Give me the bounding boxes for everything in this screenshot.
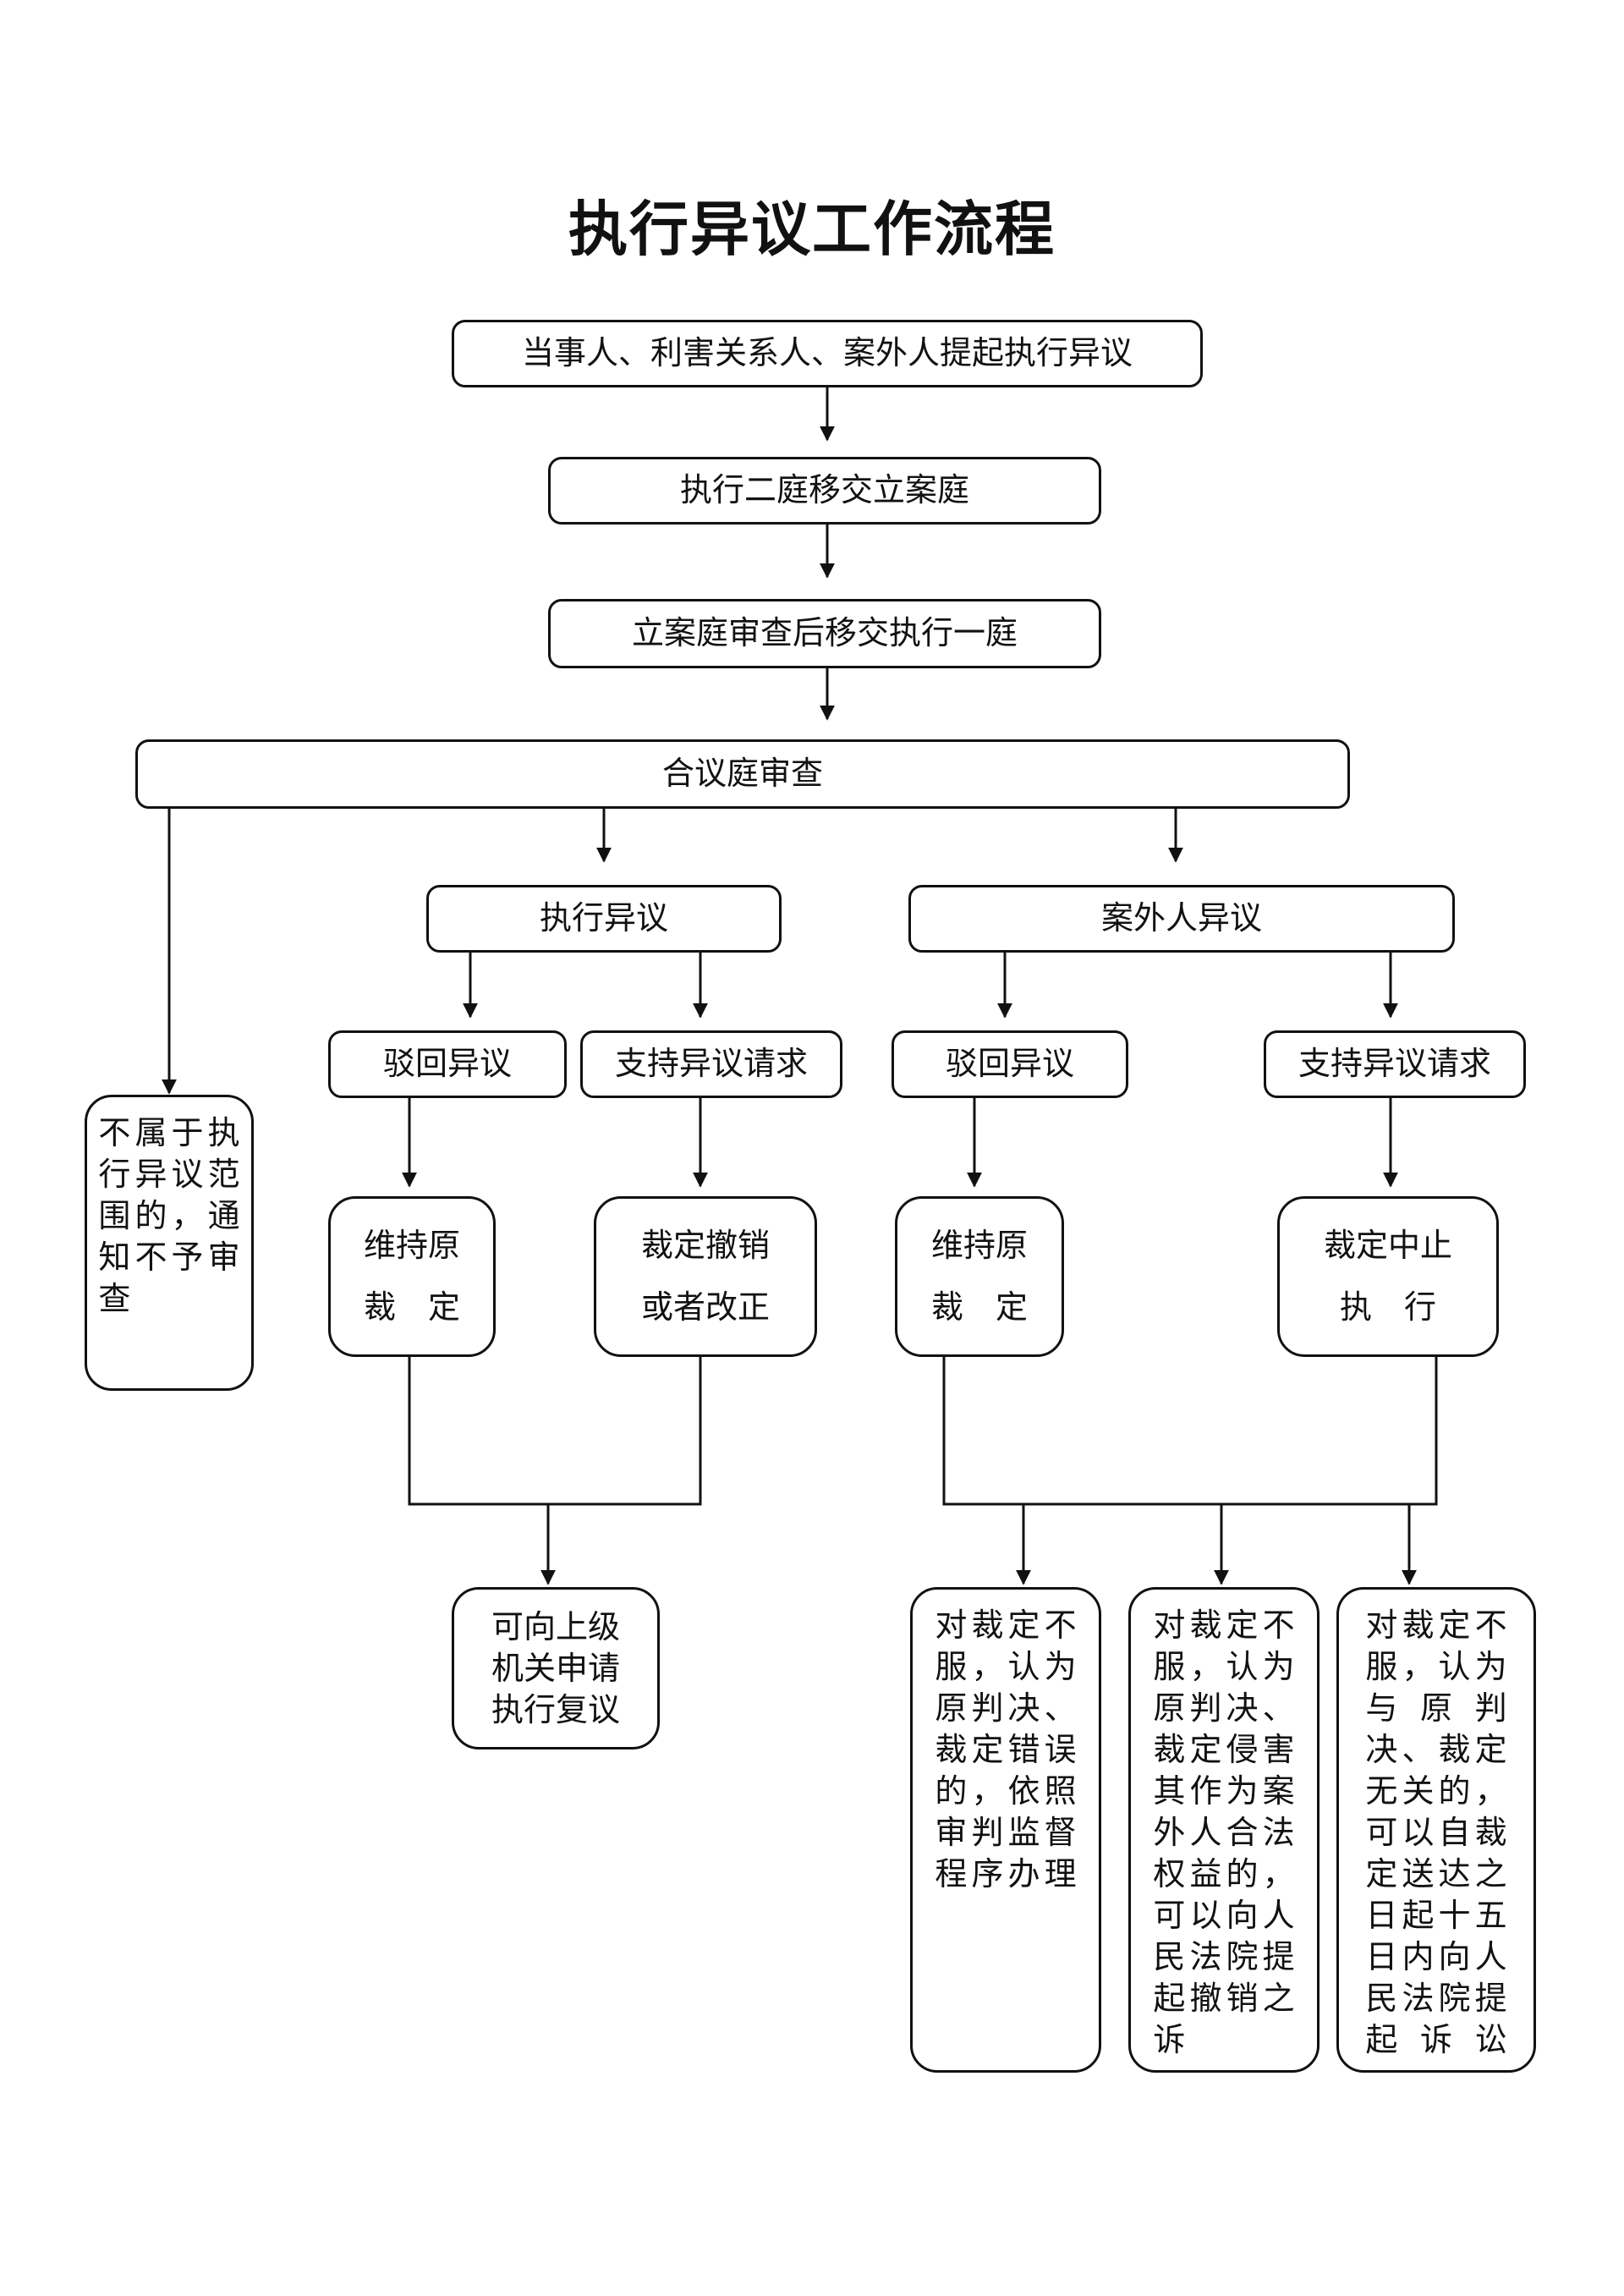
node-tp-reject-label: 驳回异议 — [945, 1045, 1074, 1083]
node-tp-suspend-line2: 执 行 — [1339, 1288, 1436, 1326]
node-exec-objection: 执行异议 — [426, 885, 782, 953]
node-exec-revoke-line1: 裁定撤销 — [640, 1227, 770, 1264]
merge-line-tp — [942, 1348, 1438, 1506]
node-exec-uphold-line1: 维持原 — [363, 1227, 460, 1264]
node-exec-uphold: 维持原 裁 定 — [328, 1196, 496, 1357]
node-exec-revoke: 裁定撤销 或者改正 — [594, 1196, 817, 1357]
node-tp-support-label: 支持异议请求 — [1298, 1045, 1491, 1083]
node-reconsider: 可向上级机关申请执行复议 — [452, 1587, 660, 1749]
node-reconsider-label: 可向上级机关申请执行复议 — [491, 1607, 620, 1728]
node-third-party-objection: 案外人异议 — [908, 885, 1455, 953]
node-retrial-label: 对裁定不服，认为原判决、裁定错误的，依照审判监督程序办理 — [935, 1607, 1077, 1892]
node-start-label: 当事人、利害关系人、案外人提起执行异议 — [521, 334, 1133, 372]
node-retrial: 对裁定不服，认为原判决、裁定错误的，依照审判监督程序办理 — [910, 1587, 1101, 2073]
node-tp-uphold-line2: 裁 定 — [930, 1288, 1028, 1326]
node-panel-review: 合议庭审查 — [135, 739, 1350, 809]
node-filing-review-label: 立案庭审查后移交执行一庭 — [631, 614, 1018, 652]
page-title: 执行异议工作流程 — [568, 195, 1056, 264]
node-exec-support: 支持异议请求 — [580, 1030, 842, 1098]
node-exec-uphold-line2: 裁 定 — [363, 1288, 460, 1326]
node-revoke-suit: 对裁定不服，认为原判决、裁定侵害其作为案外人合法权益的，可以向人民法院提起撤销之… — [1128, 1587, 1320, 2073]
node-exec-reject-label: 驳回异议 — [382, 1045, 512, 1083]
node-exec-support-label: 支持异议请求 — [614, 1045, 808, 1083]
node-exec-objection-label: 执行异议 — [539, 899, 668, 937]
node-transfer-label: 执行二庭移交立案庭 — [679, 471, 969, 509]
node-lawsuit-label: 对裁定不服，认为与原判决、裁定无关的，可以自裁定送达之日起十五日内向人民法院提起… — [1365, 1607, 1507, 2058]
node-tp-support: 支持异议请求 — [1264, 1030, 1526, 1098]
node-third-party-objection-label: 案外人异议 — [1100, 899, 1262, 937]
node-panel-review-label: 合议庭审查 — [661, 755, 823, 793]
node-tp-reject: 驳回异议 — [892, 1030, 1128, 1098]
node-revoke-suit-label: 对裁定不服，认为原判决、裁定侵害其作为案外人合法权益的，可以向人民法院提起撤销之… — [1153, 1607, 1295, 2058]
node-tp-uphold: 维持原 裁 定 — [895, 1196, 1064, 1357]
node-filing-review: 立案庭审查后移交执行一庭 — [548, 599, 1101, 668]
node-exec-revoke-line2: 或者改正 — [640, 1288, 770, 1326]
node-tp-uphold-line1: 维持原 — [930, 1227, 1028, 1264]
node-start: 当事人、利害关系人、案外人提起执行异议 — [452, 320, 1203, 387]
merge-line-exec — [408, 1348, 702, 1506]
node-not-in-scope: 不属于执行异议范围的，通知不予审查 — [85, 1095, 254, 1391]
node-not-in-scope-label: 不属于执行异议范围的，通知不予审查 — [98, 1114, 240, 1317]
node-tp-suspend-line1: 裁定中止 — [1323, 1227, 1452, 1264]
node-tp-suspend: 裁定中止 执 行 — [1277, 1196, 1499, 1357]
node-lawsuit: 对裁定不服，认为与原判决、裁定无关的，可以自裁定送达之日起十五日内向人民法院提起… — [1336, 1587, 1536, 2073]
node-exec-reject: 驳回异议 — [328, 1030, 567, 1098]
node-transfer: 执行二庭移交立案庭 — [548, 457, 1101, 525]
